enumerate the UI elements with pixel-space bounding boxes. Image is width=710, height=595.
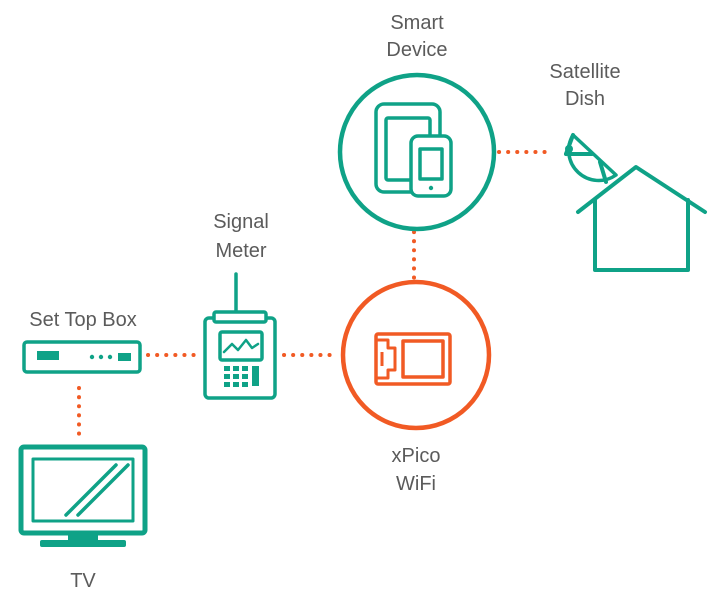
connectors <box>77 150 551 440</box>
set-top-box-node: Set Top Box <box>22 309 142 374</box>
set-top-box-icon <box>22 340 142 374</box>
tv-label: TV <box>70 570 96 592</box>
signal-meter-label-line2: Meter <box>215 240 266 262</box>
smart-device-label-line2: Device <box>386 39 447 61</box>
xpico-circle <box>340 279 492 431</box>
signal-meter-icon <box>203 272 277 400</box>
smart-device-label-line1: Smart <box>390 12 444 34</box>
satellite-dish-label-line2: Dish <box>565 88 605 110</box>
signal-meter-label-line1: Signal <box>213 211 269 233</box>
satellite-dish-label-line1: Satellite <box>549 61 620 83</box>
satellite-dish-house-icon <box>564 133 707 272</box>
tv-icon <box>18 444 148 547</box>
set-top-box-label: Set Top Box <box>29 309 136 331</box>
satellite-dish-node: Satellite Dish <box>549 61 707 272</box>
wifi-module-icon <box>374 332 452 386</box>
tablet-phone-icon <box>374 102 453 198</box>
tv-node: TV <box>18 444 148 592</box>
xpico-label-line2: WiFi <box>396 473 436 495</box>
xpico-label-line1: xPico <box>392 445 441 467</box>
smart-device-circle <box>337 72 497 232</box>
signal-meter-node: Signal Meter <box>203 211 277 400</box>
xpico-wifi-node: xPico WiFi <box>340 279 492 495</box>
smart-device-node: Smart Device <box>337 12 497 232</box>
